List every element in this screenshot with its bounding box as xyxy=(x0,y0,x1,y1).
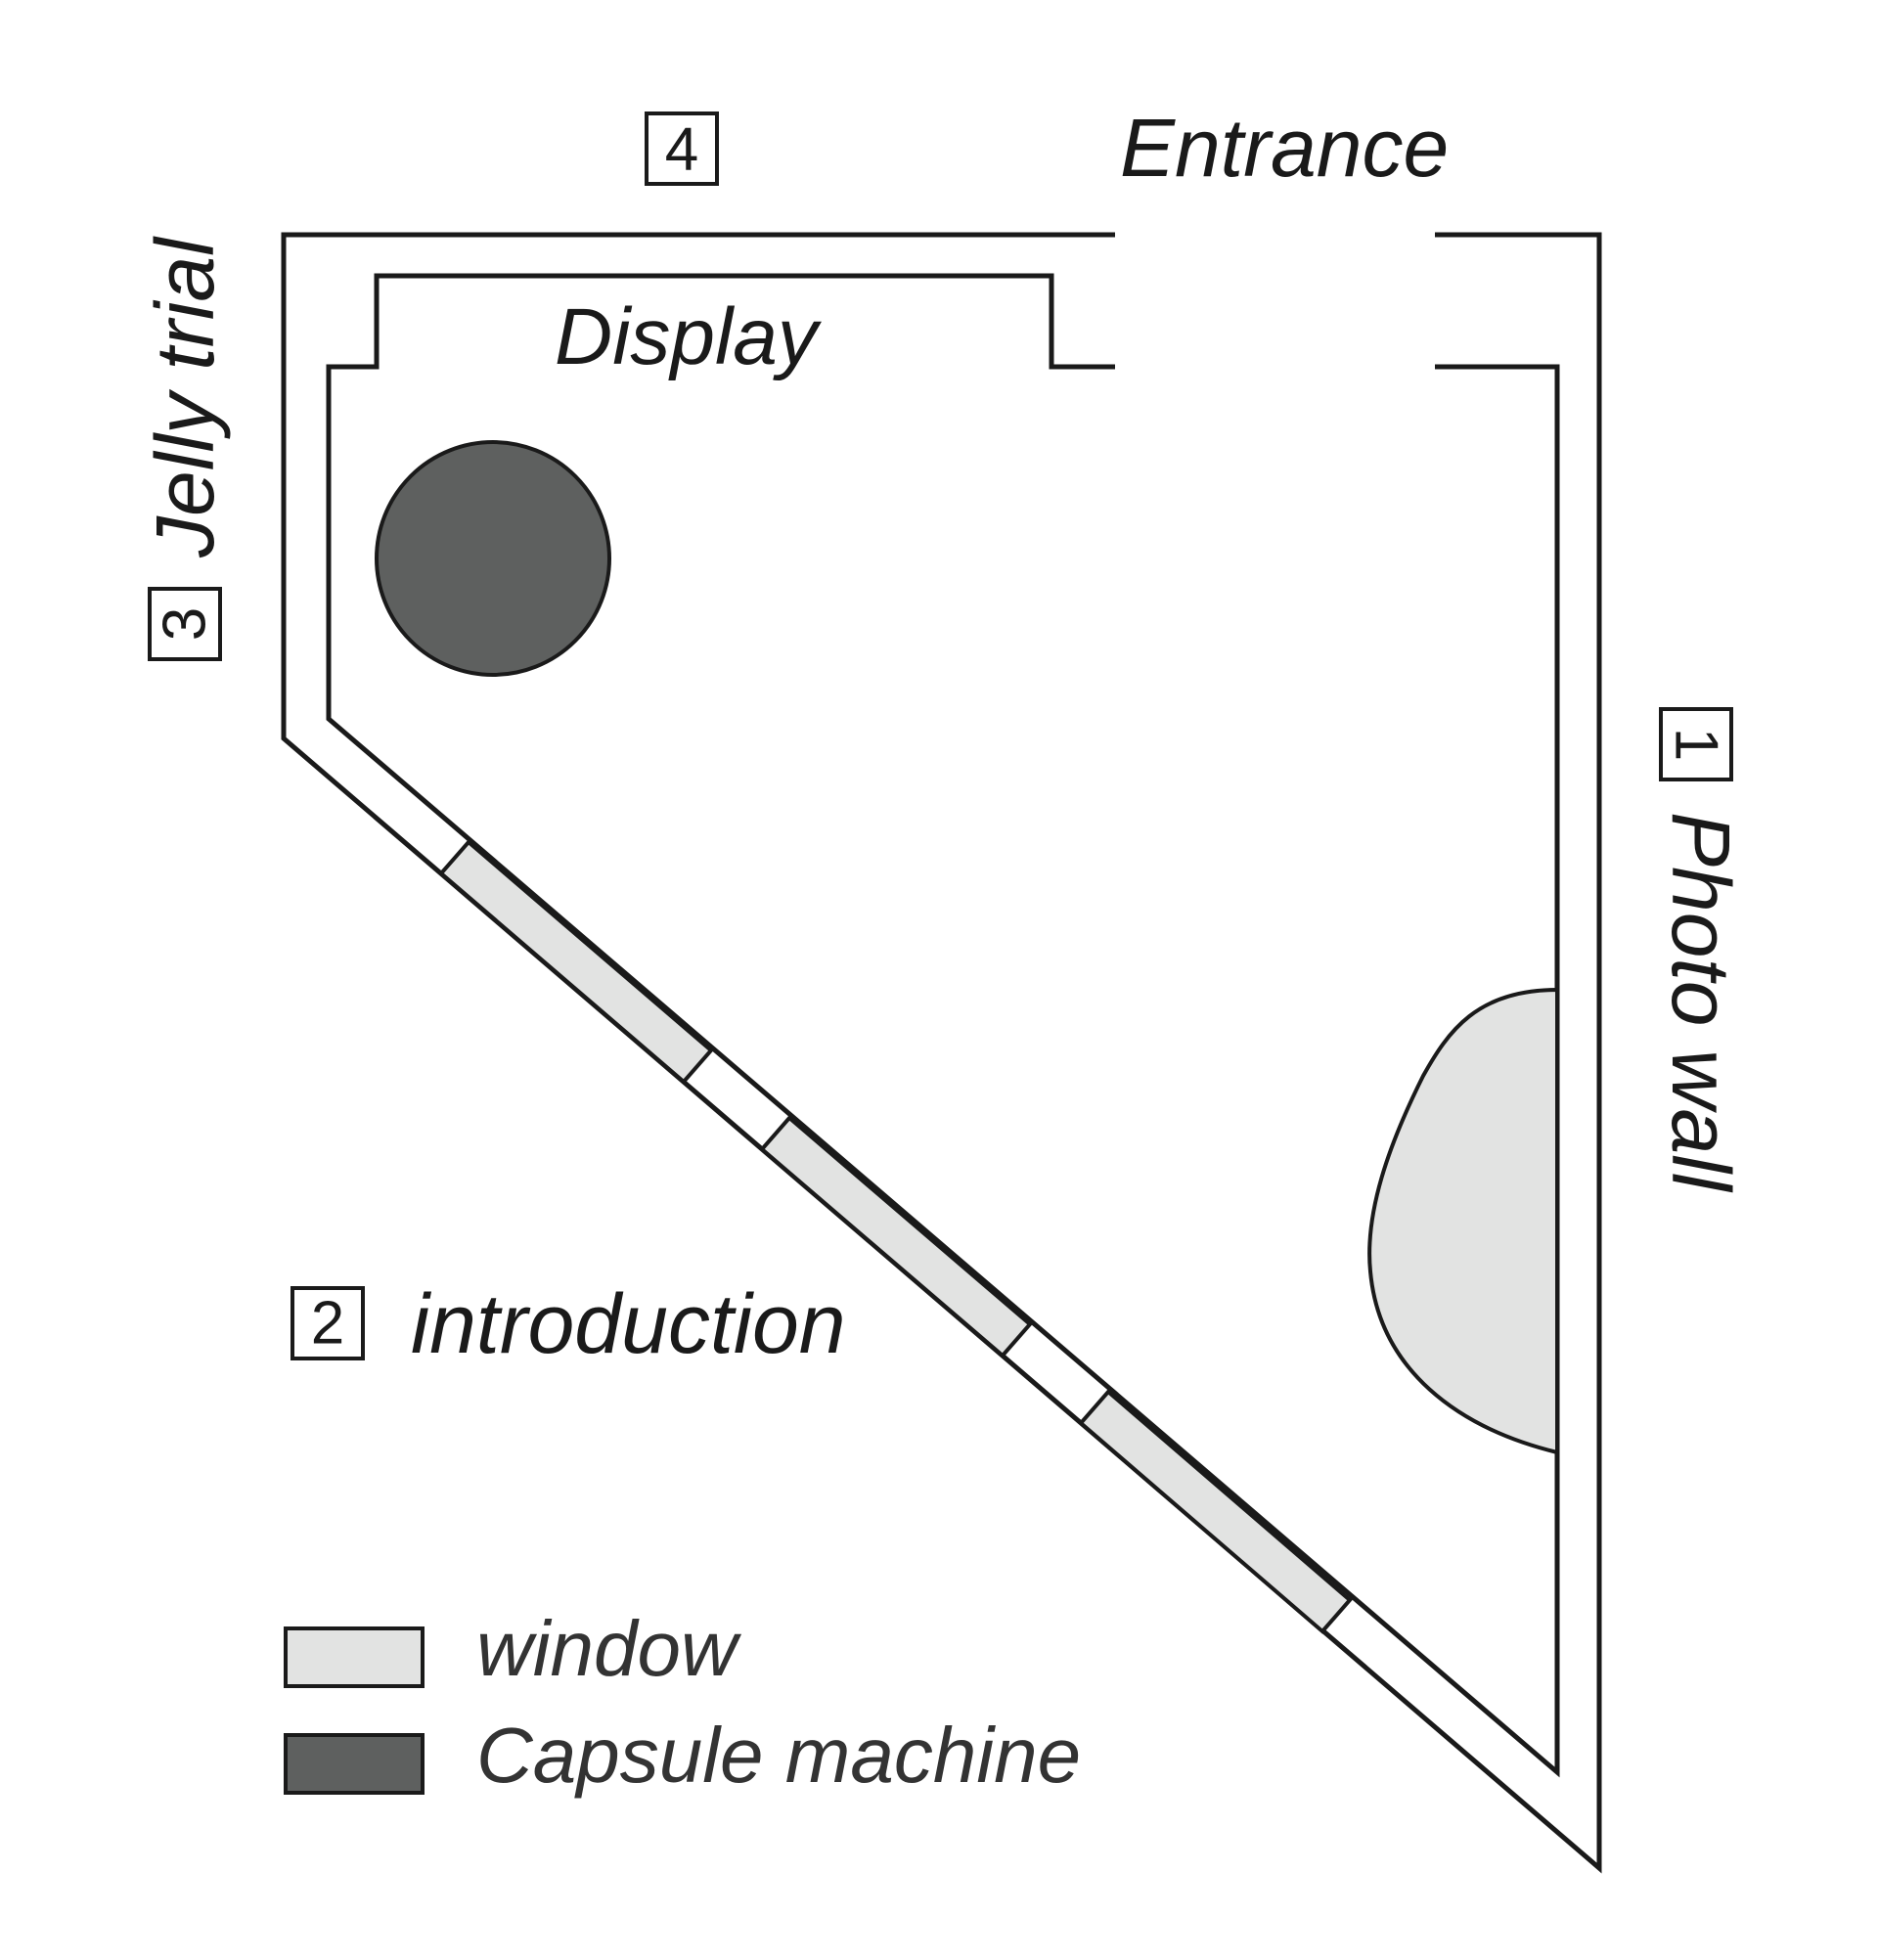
window-3 xyxy=(1078,1389,1353,1634)
marker-2: 2 xyxy=(311,1290,344,1358)
introduction-label: introduction xyxy=(411,1277,846,1371)
marker-3: 3 xyxy=(152,607,219,641)
photo-wall-label: Photo wall xyxy=(1655,812,1747,1193)
marker-1: 1 xyxy=(1663,728,1730,761)
marker-4: 4 xyxy=(665,116,698,184)
marker-4-box xyxy=(645,111,719,186)
photo-wall-area xyxy=(1367,987,1559,1455)
legend-window-swatch xyxy=(284,1626,425,1688)
entrance-label: Entrance xyxy=(1120,102,1449,194)
marker-3-box xyxy=(148,587,222,661)
marker-1-box xyxy=(1659,707,1733,781)
legend-window-label: window xyxy=(476,1605,742,1692)
window-1 xyxy=(438,839,714,1085)
capsule-machine xyxy=(375,440,611,677)
window-2 xyxy=(759,1115,1033,1359)
display-label: Display xyxy=(555,292,823,381)
legend-capsule-label: Capsule machine xyxy=(476,1712,1081,1799)
legend-capsule-swatch xyxy=(284,1733,425,1795)
jelly-trial-label: Jelly trial xyxy=(139,236,231,558)
marker-2-box xyxy=(291,1286,365,1360)
